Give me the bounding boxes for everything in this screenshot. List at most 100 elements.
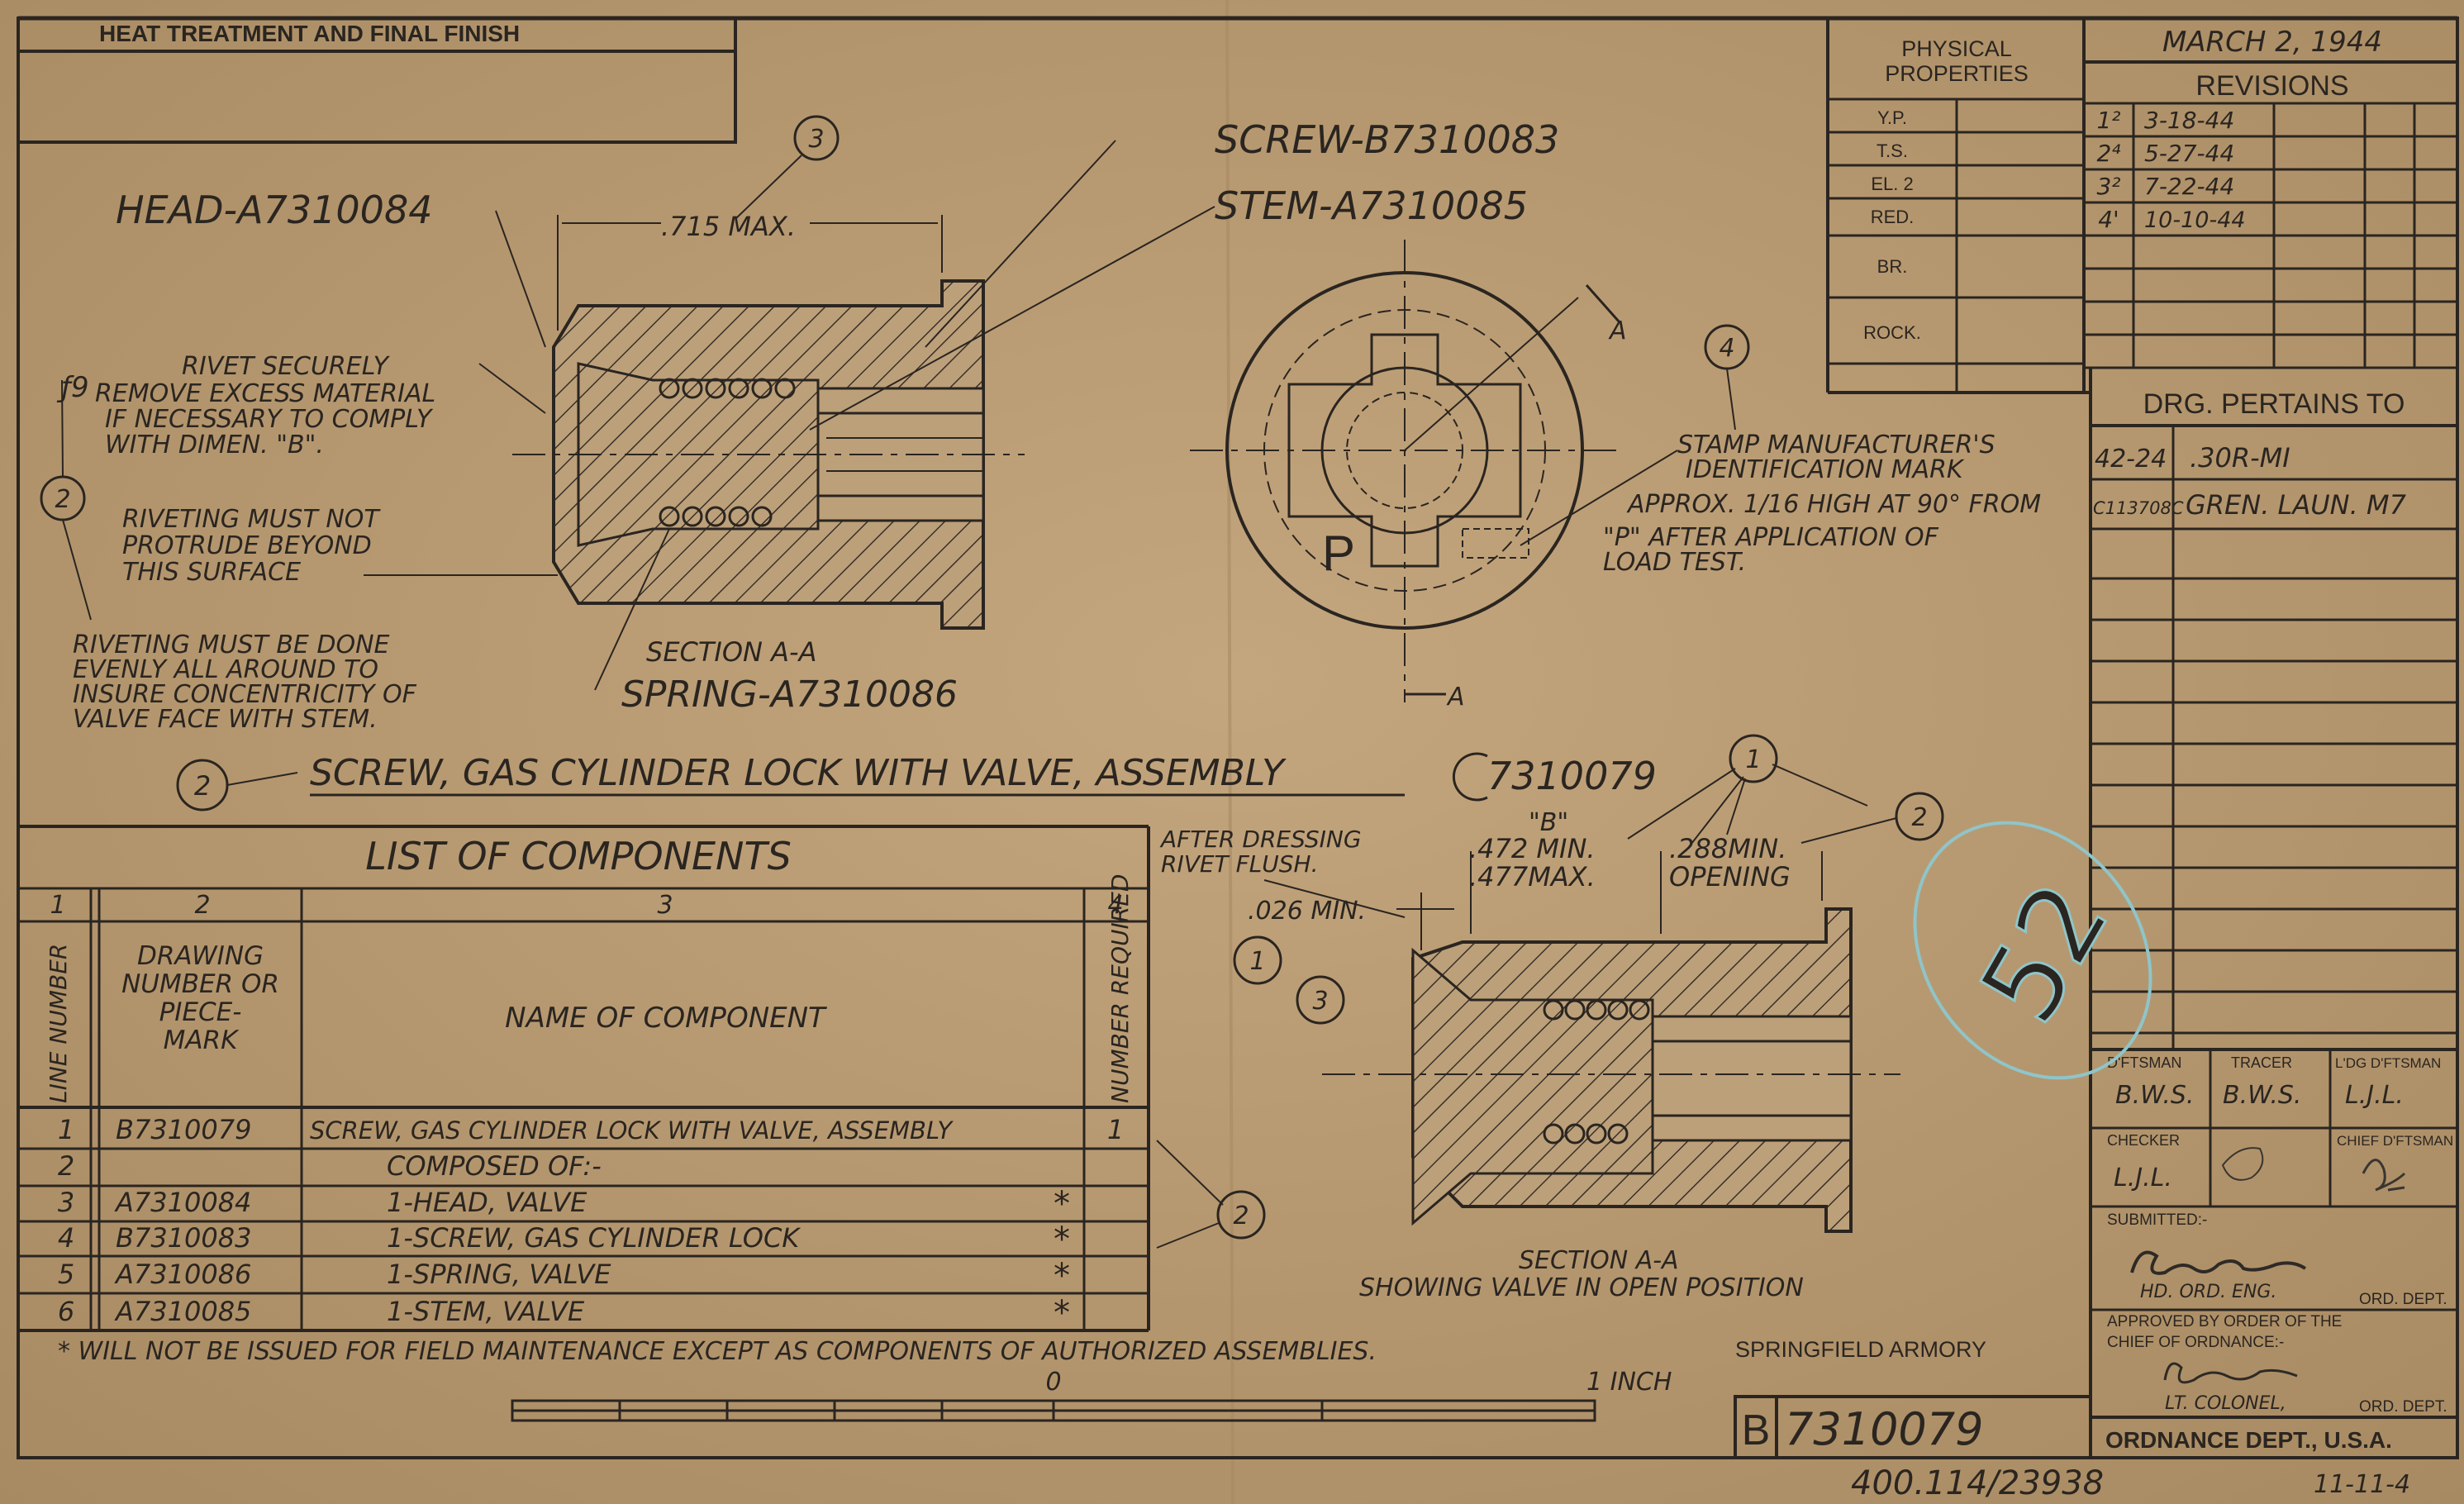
callout-2-lower: 2 bbox=[1911, 803, 1927, 832]
row-5-name: 1-SPRING, VALVE bbox=[387, 1259, 611, 1290]
file-date: 11-11-4 bbox=[2314, 1470, 2410, 1499]
callout-3-dim: 3 bbox=[1312, 987, 1328, 1016]
property-ts: T.S. bbox=[1877, 140, 1908, 161]
row-4-number: B7310083 bbox=[116, 1222, 251, 1254]
column-number-1: 1 bbox=[50, 891, 65, 920]
components-table bbox=[18, 825, 1150, 1332]
section-arrow-a-bottom: A bbox=[1446, 683, 1465, 712]
pertains-code-2: C113708C bbox=[2093, 498, 2184, 518]
fold-line bbox=[1225, 0, 1234, 1504]
physical-properties-label-2: PROPERTIES bbox=[1885, 61, 2029, 86]
property-red: RED. bbox=[1871, 207, 1915, 227]
physical-properties-table bbox=[1826, 18, 2091, 394]
section-view-lower bbox=[1263, 851, 1900, 1233]
column-number-4: 4 bbox=[1107, 891, 1123, 920]
note-even-3: INSURE CONCENTRICITY OF bbox=[73, 680, 417, 709]
screw-label: SCREW-B7310083 bbox=[1215, 117, 1559, 162]
scale-zero: 0 bbox=[1045, 1368, 1061, 1397]
revisions-label: REVISIONS bbox=[2195, 70, 2348, 102]
note-protrude-3: THIS SURFACE bbox=[122, 558, 301, 587]
note-rivet-3: IF NECESSARY TO COMPLY bbox=[105, 405, 434, 434]
note-stamp-3: APPROX. 1/16 HIGH AT 90° FROM bbox=[1626, 490, 2041, 519]
revision-date-4: 10-10-44 bbox=[2144, 207, 2246, 233]
after-dressing-2: RIVET FLUSH. bbox=[1161, 850, 1319, 878]
end-view-letter-p: P bbox=[1322, 526, 1355, 581]
dimension-b-max: .477MAX. bbox=[1469, 861, 1596, 892]
ordnance-label: ORDNANCE DEPT., U.S.A. bbox=[2105, 1427, 2392, 1453]
dimension-b-min: .472 MIN. bbox=[1469, 833, 1596, 864]
row-1-qty: 1 bbox=[1107, 1114, 1124, 1145]
note-protrude-2: PROTRUDE BEYOND bbox=[122, 531, 372, 560]
section-aa-lower: SECTION A-A bbox=[1519, 1246, 1679, 1275]
dimension-open-1: .288MIN. bbox=[1669, 833, 1786, 864]
revision-mark-4: 4' bbox=[2098, 206, 2119, 233]
callout-1-dim: 1 bbox=[1249, 947, 1265, 976]
drawing-number-box bbox=[1734, 1395, 2092, 1459]
row-1-number: B7310079 bbox=[116, 1114, 251, 1145]
ldg-initials: L.J.L. bbox=[2345, 1081, 2404, 1110]
column-number-3: 3 bbox=[657, 891, 673, 920]
open-position-label: SHOWING VALVE IN OPEN POSITION bbox=[1359, 1273, 1804, 1302]
dimension-open-2: OPENING bbox=[1669, 861, 1791, 892]
callout-3-upper: 3 bbox=[808, 125, 824, 154]
physical-properties-label-1: PHYSICAL bbox=[1901, 36, 2012, 61]
springfield-armory-label: SPRINGFIELD ARMORY bbox=[1735, 1337, 1986, 1362]
checker-stamp bbox=[2221, 1147, 2264, 1181]
pertains-name-2: GREN. LAUN. M7 bbox=[2186, 489, 2407, 521]
row-3-qty: * bbox=[1054, 1185, 1070, 1223]
dftsman-label: D'FTSMAN bbox=[2107, 1054, 2181, 1071]
note-even-1: RIVETING MUST BE DONE bbox=[73, 631, 390, 659]
note-rivet-leader bbox=[478, 363, 546, 414]
note-rivet-4: WITH DIMEN. "B". bbox=[105, 431, 324, 459]
section-aa-upper: SECTION A-A bbox=[646, 636, 816, 668]
pertains-table bbox=[2089, 368, 2457, 1458]
pertains-code-1: 42-24 bbox=[2095, 445, 2167, 474]
circled-stamp bbox=[1913, 821, 2152, 1080]
note-stamp-4: "P" AFTER APPLICATION OF bbox=[1603, 523, 1939, 552]
row-5-qty: * bbox=[1054, 1257, 1070, 1295]
chief-signature bbox=[2362, 1159, 2406, 1192]
max-dimension: .715 MAX. bbox=[661, 211, 796, 242]
property-rock: ROCK. bbox=[1863, 322, 1921, 343]
row-2-name: COMPOSED OF:- bbox=[387, 1150, 602, 1182]
submitted-signature bbox=[2130, 1250, 2307, 1275]
property-el: EL. 2 bbox=[1871, 174, 1913, 194]
approved-label-1: APPROVED BY ORDER OF THE bbox=[2107, 1313, 2342, 1330]
ord-dept-label: ORD. DEPT. bbox=[2359, 1291, 2447, 1308]
callout-2-title: 2 bbox=[194, 770, 211, 802]
callout-1-lower: 1 bbox=[1745, 745, 1761, 774]
approval-signature bbox=[2163, 1362, 2298, 1384]
row-5-line: 5 bbox=[58, 1259, 74, 1290]
assembly-title: SCREW, GAS CYLINDER LOCK WITH VALVE, ASS… bbox=[310, 752, 1287, 794]
ldg-label: L'DG D'FTSMAN bbox=[2335, 1055, 2441, 1071]
callout-4: 4 bbox=[1719, 334, 1734, 363]
dftsman-initials: B.W.S. bbox=[2115, 1081, 2194, 1110]
dimension-b: "B" bbox=[1529, 808, 1568, 837]
drawing-date: MARCH 2, 1944 bbox=[2162, 26, 2382, 59]
callout-leaders bbox=[61, 155, 1897, 1249]
note-stamp-5: LOAD TEST. bbox=[1603, 548, 1746, 577]
row-3-line: 3 bbox=[58, 1187, 74, 1218]
assembly-number-bracket bbox=[1452, 752, 1488, 802]
spring-label: SPRING-A7310086 bbox=[621, 673, 958, 716]
revision-date-2: 5-27-44 bbox=[2144, 140, 2234, 167]
revision-mark-2: 2⁴ bbox=[2096, 140, 2120, 167]
hd-ord-eng-label: HD. ORD. ENG. bbox=[2140, 1282, 2276, 1302]
row-6-qty: * bbox=[1054, 1294, 1070, 1332]
stem-label: STEM-A7310085 bbox=[1215, 183, 1528, 228]
row-5-number: A7310086 bbox=[114, 1259, 251, 1290]
revision-mark-3: 3² bbox=[2096, 173, 2120, 200]
end-view bbox=[1190, 240, 1678, 702]
revision-date-3: 7-22-44 bbox=[2144, 173, 2234, 200]
approved-label-2: CHIEF OF ORDNANCE:- bbox=[2107, 1334, 2284, 1351]
property-br: BR. bbox=[1877, 256, 1908, 277]
header-line-number: LINE NUMBER bbox=[45, 944, 72, 1103]
scale-bar bbox=[511, 1399, 1596, 1422]
header-number-required: NUMBER REQUIRED bbox=[1106, 874, 1134, 1104]
row-3-name: 1-HEAD, VALVE bbox=[387, 1187, 587, 1218]
note-stamp-1: STAMP MANUFACTURER'S bbox=[1677, 431, 1995, 459]
header-drawing-number-box: DRAWING NUMBER OR PIECE- MARK bbox=[121, 942, 279, 1054]
dimension-026: .026 MIN. bbox=[1248, 897, 1366, 926]
submitted-label: SUBMITTED:- bbox=[2107, 1211, 2207, 1229]
